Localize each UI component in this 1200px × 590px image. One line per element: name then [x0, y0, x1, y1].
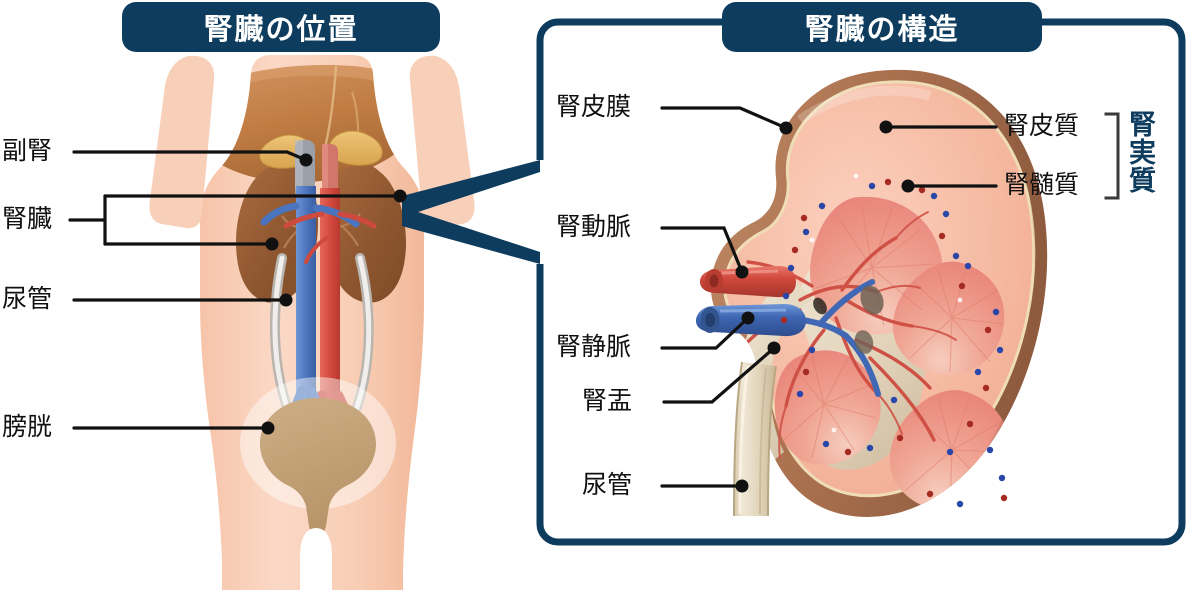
- leader-adrenal: [72, 150, 313, 167]
- label-bladder: 膀胱: [2, 412, 53, 441]
- leader-renal-capsule: [660, 106, 793, 135]
- right-panel-border: [536, 18, 1186, 546]
- label-renal-parenchyma: 腎実質: [1124, 110, 1155, 194]
- arcuate-vessel-dots: [780, 173, 1008, 508]
- torso-illustration: [149, 55, 475, 590]
- zoom-callout-wedge: [402, 160, 540, 264]
- label-ureter-right: 尿管: [582, 470, 633, 499]
- leader-kidney-bracket: [68, 189, 407, 251]
- leader-renal-vein: [660, 311, 755, 350]
- renal-artery-vessel: [700, 265, 796, 298]
- ureter-tube: [733, 361, 777, 517]
- leader-renal-artery: [660, 226, 749, 279]
- label-renal-cortex: 腎皮質: [1004, 111, 1080, 140]
- medullary-pyramids: [774, 196, 1013, 511]
- panel-title-left-text: 腎臓の位置: [203, 12, 359, 46]
- label-renal-medulla: 腎髄質: [1004, 170, 1080, 199]
- leader-ureter-right: [660, 479, 749, 493]
- label-renal-capsule: 腎皮膜: [556, 92, 632, 121]
- label-ureter-left: 尿管: [2, 284, 53, 313]
- label-kidney: 腎臓: [2, 204, 53, 233]
- renal-parenchyma-bracket: [1104, 112, 1120, 200]
- leader-renal-medulla: [901, 179, 998, 193]
- panel-title-right: 腎臓の構造: [722, 2, 1042, 52]
- panel-title-left: 腎臓の位置: [122, 2, 440, 52]
- panel-title-right-text: 腎臓の構造: [804, 12, 960, 46]
- label-renal-vein: 腎静脈: [556, 332, 632, 361]
- label-renal-pelvis: 腎盂: [582, 386, 633, 415]
- leader-bladder: [72, 421, 275, 435]
- leader-renal-pelvis: [662, 341, 781, 404]
- leader-lines: [68, 106, 998, 493]
- label-adrenal: 副腎: [2, 136, 53, 165]
- leader-renal-cortex: [879, 120, 998, 134]
- label-renal-artery: 腎動脈: [556, 212, 632, 241]
- leader-ureter-left: [72, 293, 293, 307]
